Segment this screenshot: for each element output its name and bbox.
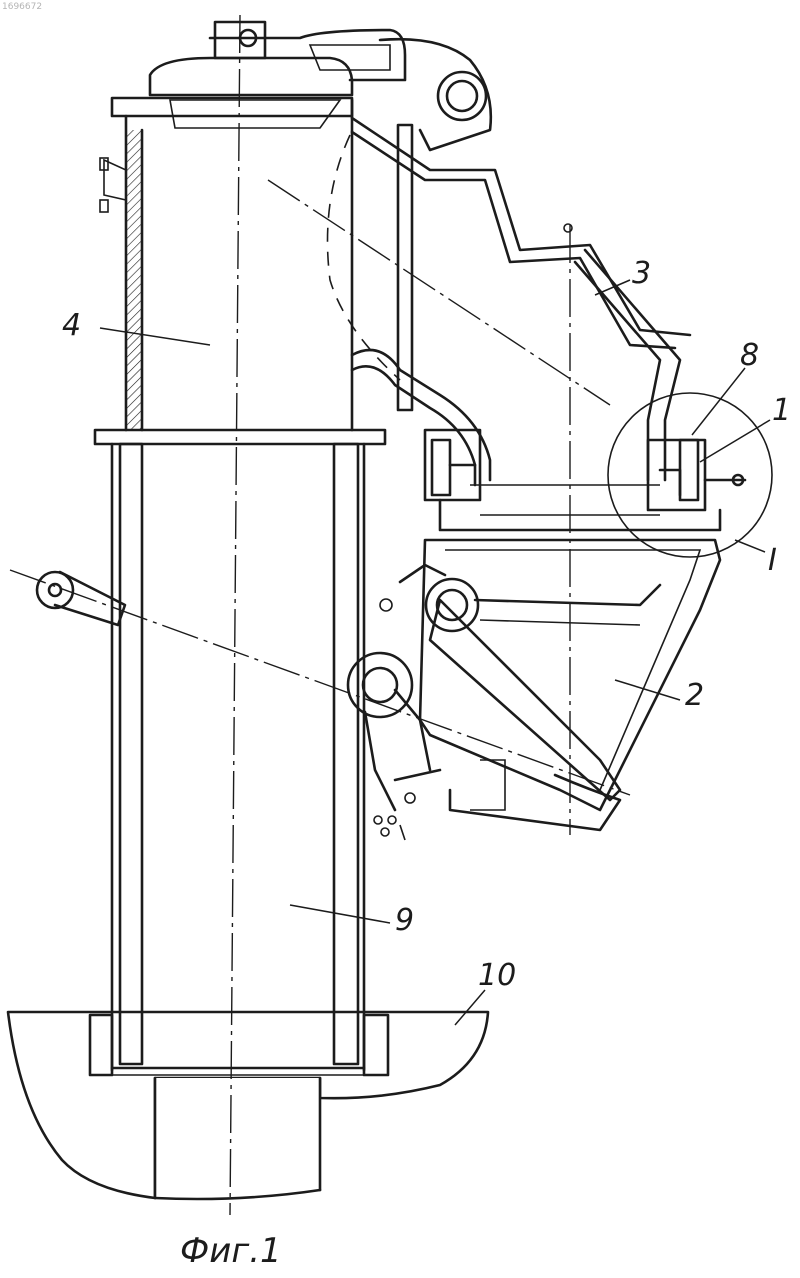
lever-mechanism bbox=[37, 572, 440, 840]
label-9: 9 bbox=[395, 903, 414, 938]
label-3: 3 bbox=[632, 256, 651, 291]
hopper-2 bbox=[380, 540, 720, 830]
seal-assembly bbox=[425, 430, 745, 530]
label-4: 4 bbox=[62, 308, 81, 343]
figure-caption: Фиг.1 bbox=[180, 1231, 282, 1271]
upper-chamber-4 bbox=[100, 22, 405, 430]
foundation-10 bbox=[8, 1012, 488, 1199]
serial-number: 1696672 bbox=[2, 2, 42, 12]
label-10: 10 bbox=[478, 958, 516, 993]
label-detail-I: I bbox=[768, 543, 777, 578]
lower-shaft-9 bbox=[90, 430, 388, 1075]
detail-circle-I bbox=[608, 393, 772, 557]
label-2: 2 bbox=[685, 678, 704, 713]
label-1: 1 bbox=[772, 393, 791, 428]
center-lines bbox=[10, 15, 630, 1215]
label-8: 8 bbox=[740, 338, 759, 373]
